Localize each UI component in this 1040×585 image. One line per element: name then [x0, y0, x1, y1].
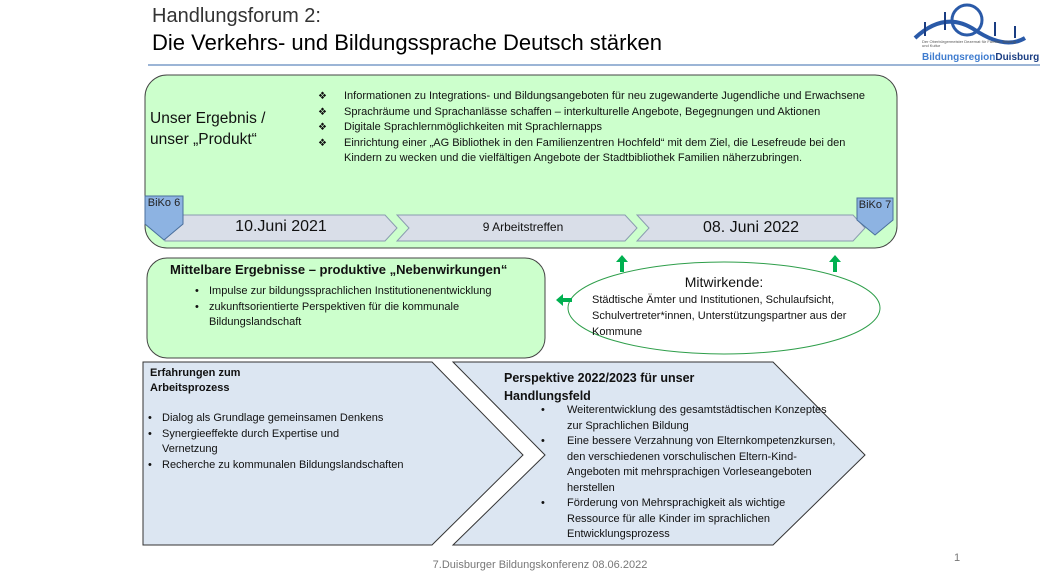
arrow-up-icon	[829, 255, 841, 272]
logo-subtext: Der Oberbürgermeister Dezernat für Famil…	[922, 39, 1016, 48]
list-item: Eine bessere Verzahnung von Elternkompet…	[541, 434, 842, 496]
experience-title: Erfahrungen zum Arbeitsprozess	[150, 367, 241, 394]
list-item: Förderung von Mehrsprachigkeit als wicht…	[541, 496, 807, 543]
biko-start-marker	[144, 195, 184, 241]
arrow-up-icon	[616, 255, 628, 272]
indirect-results-list: Impulse zur bildungssprachlichen Institu…	[195, 284, 535, 331]
indirect-results-title: Mittelbare Ergebnisse – produktive „Nebe…	[170, 262, 508, 277]
contributors-text: Städtische Ämter und Institutionen, Schu…	[592, 294, 847, 338]
list-item: Sprachräume und Sprachanlässe schaffen –…	[318, 105, 878, 121]
contributors-ellipse	[567, 261, 881, 355]
title-line-2: Die Verkehrs- und Bildungssprache Deutsc…	[152, 30, 662, 55]
biko-end-label: BiKo 7	[858, 199, 892, 211]
timeline-chevron-middle	[395, 214, 638, 242]
logo-image	[913, 3, 1027, 45]
list-item: Weiterentwicklung des gesamtstädtischen …	[541, 403, 837, 434]
arrow-left-icon	[556, 294, 572, 306]
experience-list: Dialog als Grundlage gemeinsamen Denkens…	[148, 411, 448, 473]
timeline-middle-label: 9 Arbeitstreffen	[482, 220, 564, 234]
timeline-start-label: 10.Juni 2021	[235, 218, 327, 235]
list-item: zukunftsorientierte Perspektiven für die…	[195, 300, 509, 331]
list-item: Digitale Sprachlernmöglichkeiten mit Spr…	[318, 120, 878, 136]
list-item: Recherche zu kommunalen Bildungslandscha…	[148, 458, 448, 474]
list-item: Impulse zur bildungssprachlichen Institu…	[195, 284, 535, 300]
perspective-list: Weiterentwicklung des gesamtstädtischen …	[541, 403, 861, 543]
list-item: Synergieeffekte durch Expertise und Vern…	[148, 427, 362, 458]
logo-brand: BildungsregionDuisburg	[922, 52, 1040, 63]
title-line-1: Handlungsforum 2:	[152, 5, 321, 27]
biko-start-label: BiKo 6	[147, 197, 181, 209]
page-number: 1	[954, 552, 961, 564]
timeline-chevron-end	[635, 214, 866, 242]
result-label: Unser Ergebnis / unser „Produkt“	[150, 110, 266, 148]
biko-end-marker	[856, 197, 894, 236]
list-item: Dialog als Grundlage gemeinsamen Denkens	[148, 411, 448, 427]
timeline-end-label: 08. Juni 2022	[702, 219, 800, 236]
list-item: Informationen zu Integrations- und Bildu…	[318, 89, 878, 105]
green-arrows	[556, 255, 841, 306]
result-list: Informationen zu Integrations- und Bildu…	[318, 89, 878, 167]
list-item: Einrichtung einer „AG Bibliothek in den …	[318, 136, 878, 167]
perspective-title: Perspektive 2022/2023 für unser Handlung…	[504, 371, 695, 403]
header-divider	[148, 64, 1040, 66]
footer-text: 7.Duisburger Bildungskonferenz 08.06.202…	[432, 559, 648, 571]
contributors-title: Mitwirkende:	[684, 274, 764, 290]
